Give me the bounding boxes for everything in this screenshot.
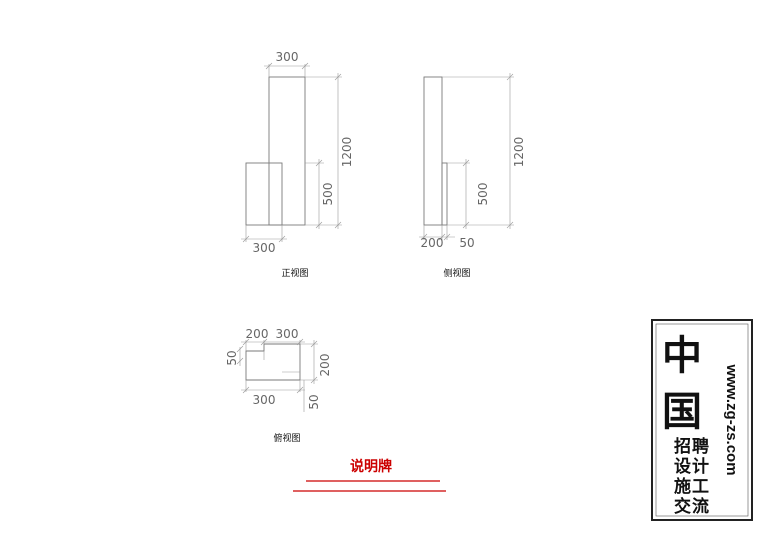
front-view-caption: 正视图 — [281, 267, 308, 279]
top-dim-right-label: 200 — [318, 354, 332, 377]
front-dim-height-total-label: 1200 — [340, 137, 354, 168]
front-dim-bottom-label: 300 — [253, 241, 276, 255]
top-view-outline — [245, 343, 301, 381]
top-dim-bottom-right-label: 50 — [307, 394, 321, 409]
watermark-small-char-6: 工 — [692, 477, 709, 497]
side-dim-height-total-label: 1200 — [512, 137, 526, 168]
sheet-title: 说明牌 — [293, 458, 446, 492]
side-dim-bottom-left-label: 200 — [421, 236, 444, 250]
side-view: 1200 500 200 50 侧视图 — [419, 73, 526, 279]
sheet-title-text: 说明牌 — [350, 458, 392, 475]
top-view-caption: 俯视图 — [273, 432, 300, 444]
side-tall-panel — [423, 76, 443, 226]
front-tall-panel — [268, 76, 306, 226]
front-dim-top-label: 300 — [276, 50, 299, 64]
front-lower-block — [245, 162, 283, 226]
top-view-top-dimension: 200 300 — [241, 327, 305, 351]
watermark-small-char-2: 聘 — [692, 436, 709, 457]
top-view-left-dimension: 50 — [225, 345, 244, 366]
side-bottom-dimension: 200 50 — [419, 225, 475, 250]
top-view-bottom-dimension: 300 50 — [241, 380, 321, 412]
top-dim-left-label: 50 — [225, 350, 239, 365]
watermark-small-char-5: 施 — [674, 476, 691, 497]
top-dim-top-right-label: 300 — [276, 327, 299, 341]
watermark-small-char-7: 交 — [674, 496, 691, 517]
top-dim-bottom-label: 300 — [253, 393, 276, 407]
top-view-right-dimension: 200 — [300, 340, 332, 384]
side-dim-bottom-right-label: 50 — [459, 236, 474, 250]
watermark-char-2: 国 — [662, 388, 702, 435]
top-dim-top-left-label: 200 — [246, 327, 269, 341]
watermark-url: www.zg-zs.com — [723, 363, 740, 475]
front-view: 300 1200 500 300 正视图 — [241, 50, 354, 279]
top-view: 200 300 50 200 300 50 — [225, 327, 332, 444]
front-bottom-dimension: 300 — [241, 225, 287, 255]
watermark-small-char-4: 计 — [692, 456, 709, 477]
side-right-dimension: 1200 500 — [442, 73, 526, 229]
watermark-small-char-8: 流 — [692, 496, 709, 517]
watermark-char-1: 中 — [662, 332, 702, 379]
side-dim-height-lower-label: 500 — [476, 183, 490, 206]
watermark-small-char-1: 招 — [674, 436, 691, 457]
watermark-frame — [651, 319, 753, 521]
side-lower-block — [441, 162, 448, 226]
front-dim-height-lower-label: 500 — [321, 183, 335, 206]
front-right-dimension: 1200 500 — [305, 73, 354, 229]
watermark-small-char-3: 设 — [674, 457, 691, 477]
watermark-logo: 中 国 招 聘 设 计 施 工 交 流 www.zg-zs.com — [651, 319, 753, 521]
front-top-dimension: 300 — [264, 50, 310, 77]
side-view-caption: 侧视图 — [443, 267, 470, 279]
